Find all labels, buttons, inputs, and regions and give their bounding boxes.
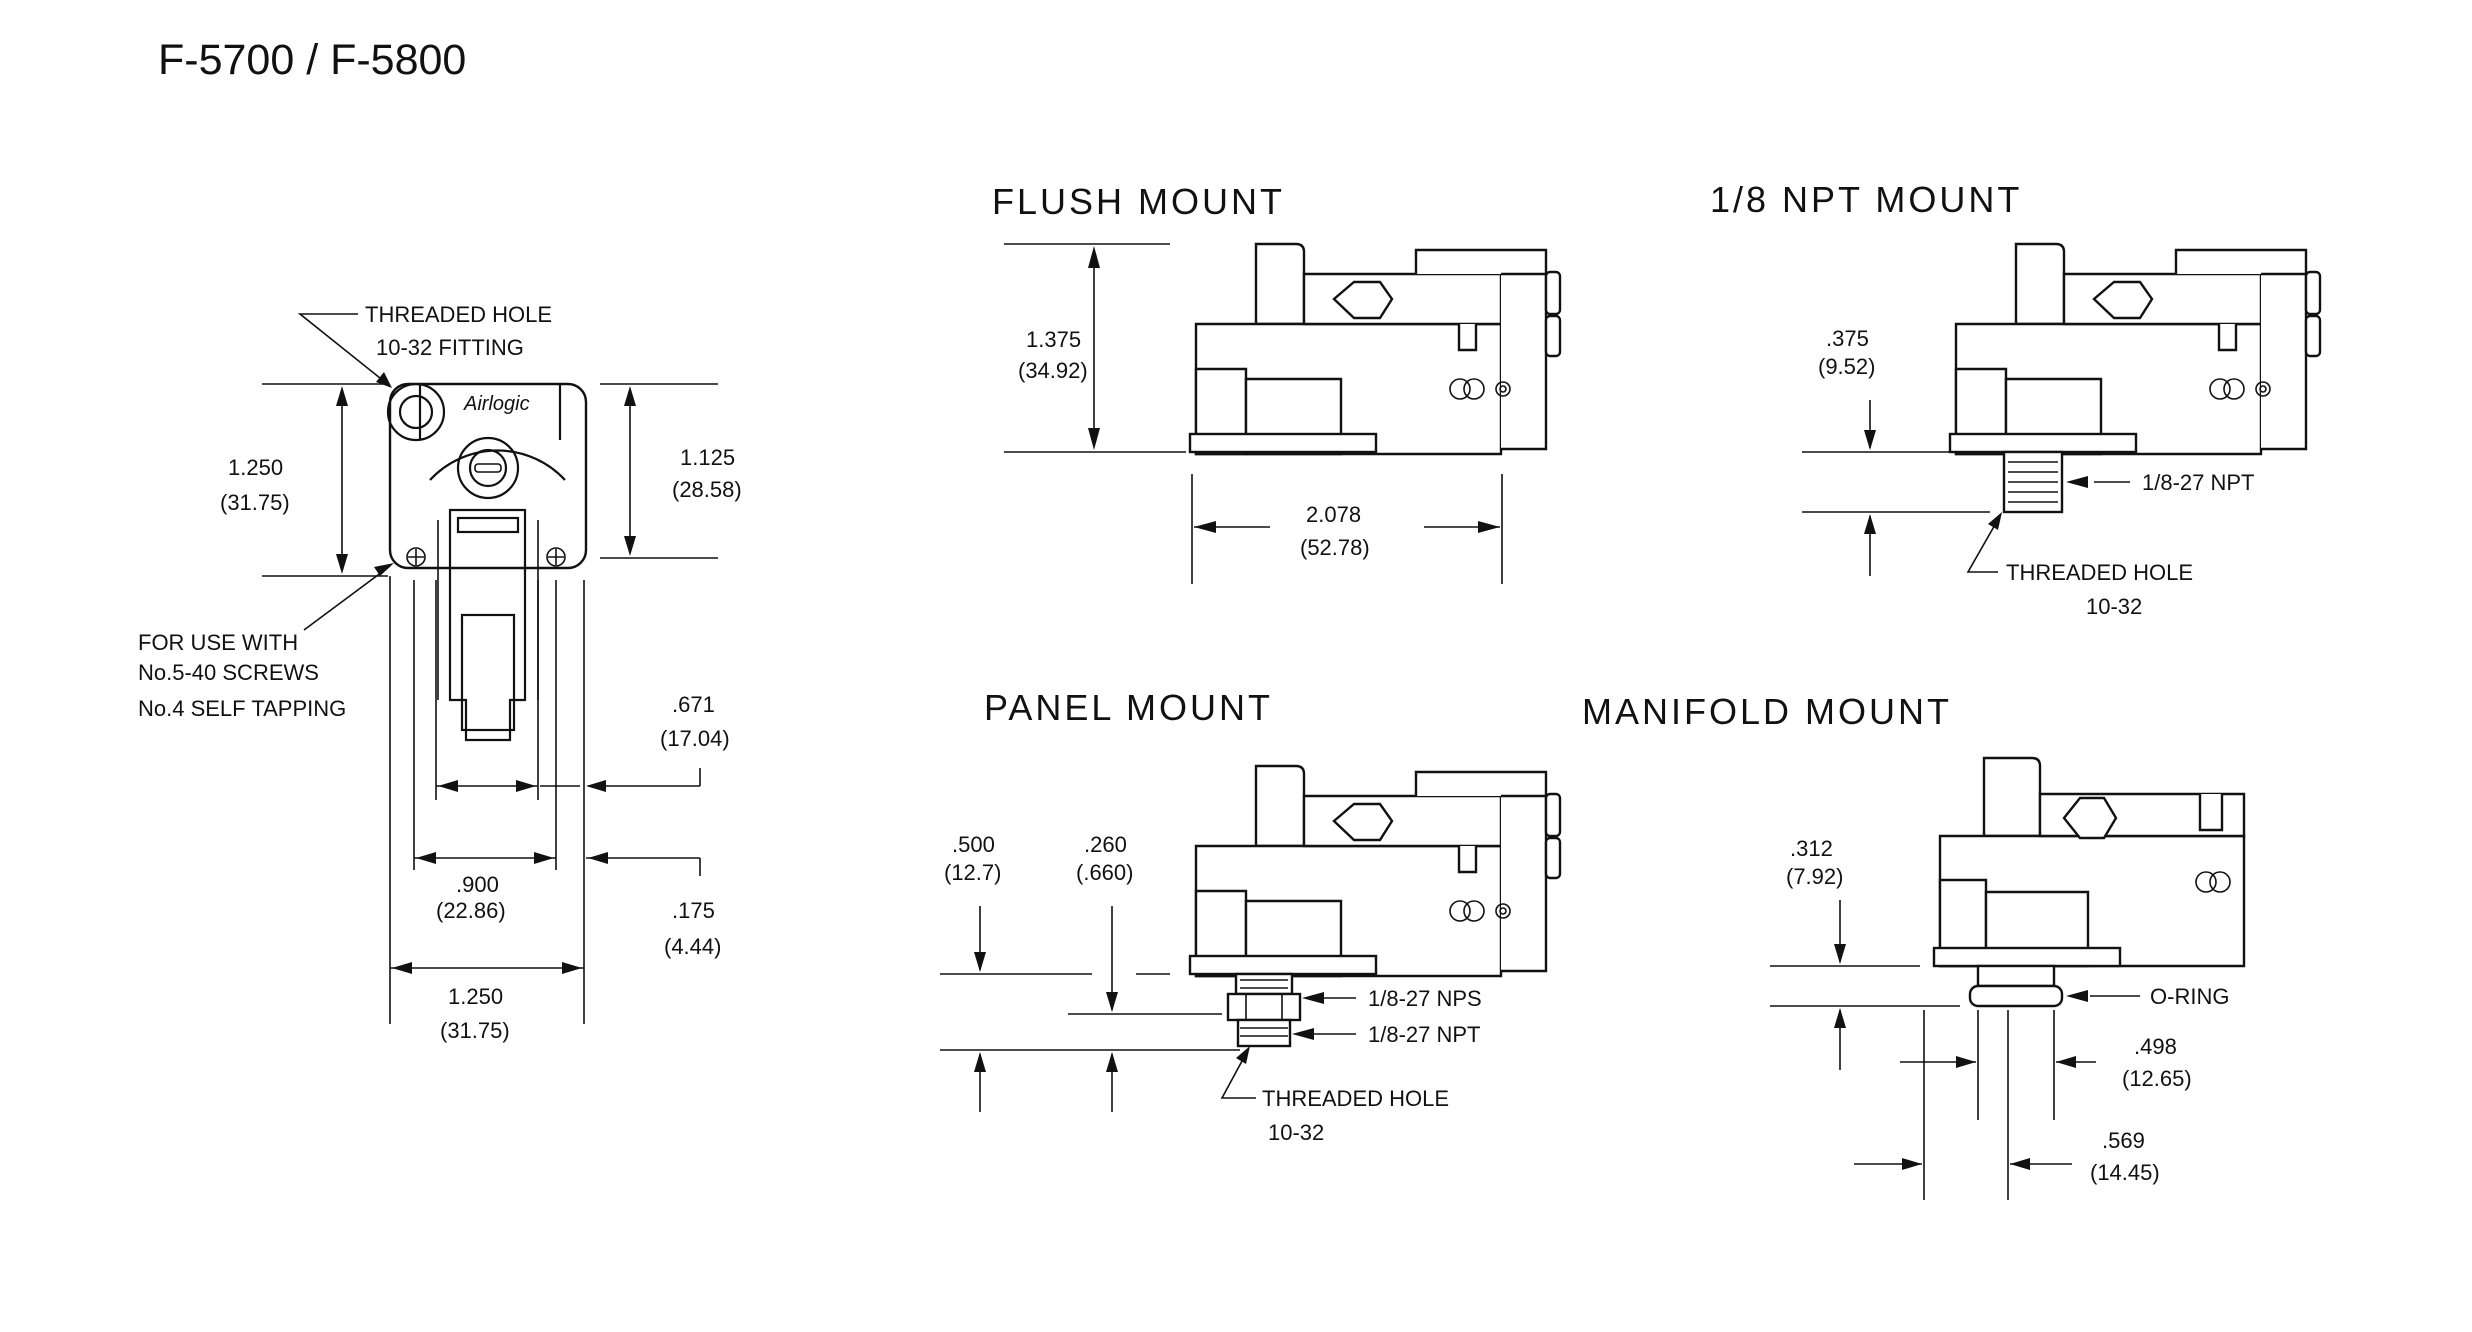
- screws-note-1: FOR USE WITH: [138, 630, 298, 655]
- screws-note-3: No.4 SELF TAPPING: [138, 696, 346, 721]
- front-height-mm: (31.75): [220, 490, 290, 515]
- manifold-mount-view: MANIFOLD MOUNT .312 (7.92) O-RING .498 (…: [1582, 691, 2246, 1200]
- drawing-title: F-5700 / F-5800: [158, 36, 466, 84]
- dim-671-mm: (17.04): [660, 726, 730, 751]
- npt-hole-label: THREADED HOLE: [2006, 560, 2193, 585]
- flush-height-mm: (34.92): [1018, 358, 1088, 383]
- screw-hole-left: [406, 547, 426, 567]
- manifold-dim498-mm: (12.65): [2122, 1066, 2192, 1091]
- manifold-dim569-in: .569: [2102, 1128, 2145, 1153]
- o-ring: [1968, 984, 2064, 1008]
- screw-hole-right: [546, 547, 566, 567]
- dim-900-in: .900: [456, 872, 499, 897]
- screws-note-2: No.5-40 SCREWS: [138, 660, 319, 685]
- front-round-body: [429, 449, 566, 481]
- panel-fitting: [1236, 1018, 1292, 1048]
- front-lever: [448, 508, 527, 742]
- flush-mount-view: FLUSH MOUNT 1.375 (34.92) 2.078 (52.78): [992, 181, 1562, 584]
- manifold-dim569-mm: (14.45): [2090, 1160, 2160, 1185]
- panel-mount-title: PANEL MOUNT: [984, 687, 1273, 728]
- npt-dim-mm: (9.52): [1818, 354, 1875, 379]
- front-height2-mm: (28.58): [672, 477, 742, 502]
- adjust-knob: [456, 436, 520, 500]
- airlogic-logo: Airlogic: [463, 393, 530, 415]
- panel-mount-view: PANEL MOUNT .500 (12.7) .260 (.660) 1/8-…: [940, 687, 1562, 1145]
- panel-hole-size: 10-32: [1268, 1120, 1324, 1145]
- npt-mount-title: 1/8 NPT MOUNT: [1710, 179, 2022, 220]
- flush-length-mm: (52.78): [1300, 535, 1370, 560]
- front-width-in: 1.250: [448, 984, 503, 1009]
- dim-671-in: .671: [672, 692, 715, 717]
- npt-thread-label: 1/8-27 NPT: [2142, 470, 2255, 495]
- npt-mount-view: 1/8 NPT MOUNT .375 (9.52) 1/8-27 NPT THR…: [1710, 179, 2322, 619]
- panel-dim260-in: .260: [1084, 832, 1127, 857]
- manifold-dim312-mm: (7.92): [1786, 864, 1843, 889]
- dim-175-in: .175: [672, 898, 715, 923]
- panel-dim260-mm: (.660): [1076, 860, 1133, 885]
- oring-label: O-RING: [2150, 984, 2229, 1009]
- panel-dim500-mm: (12.7): [944, 860, 1001, 885]
- front-plate: [388, 382, 588, 570]
- panel-dim500-in: .500: [952, 832, 995, 857]
- manifold-stem: [1976, 964, 2056, 988]
- manifold-mount-title: MANIFOLD MOUNT: [1582, 691, 1952, 732]
- flush-mount-title: FLUSH MOUNT: [992, 181, 1285, 222]
- dim-175-mm: (4.44): [664, 934, 721, 959]
- front-height-in: 1.250: [228, 455, 283, 480]
- dim-900-mm: (22.86): [436, 898, 506, 923]
- threaded-fitting: [386, 382, 446, 442]
- npt-dim-in: .375: [1826, 326, 1869, 351]
- panel-npt-label: 1/8-27 NPT: [1368, 1022, 1481, 1047]
- front-threaded-hole-label: THREADED HOLE: [365, 302, 552, 327]
- npt-hole-size: 10-32: [2086, 594, 2142, 619]
- panel-stem: [1234, 972, 1294, 996]
- front-fitting-label: 10-32 FITTING: [376, 335, 524, 360]
- front-view: Airlogic THREADED HOLE 10-32 FITTING 1.2…: [138, 302, 742, 1043]
- flush-height-in: 1.375: [1026, 327, 1081, 352]
- flush-length-in: 2.078: [1306, 502, 1361, 527]
- front-width-mm: (31.75): [440, 1018, 510, 1043]
- manifold-dim498-in: .498: [2134, 1034, 2177, 1059]
- manifold-dim312-in: .312: [1790, 836, 1833, 861]
- front-height2-in: 1.125: [680, 445, 735, 470]
- panel-nps-label: 1/8-27 NPS: [1368, 986, 1482, 1011]
- panel-nut: [1226, 992, 1302, 1022]
- panel-hole-label: THREADED HOLE: [1262, 1086, 1449, 1111]
